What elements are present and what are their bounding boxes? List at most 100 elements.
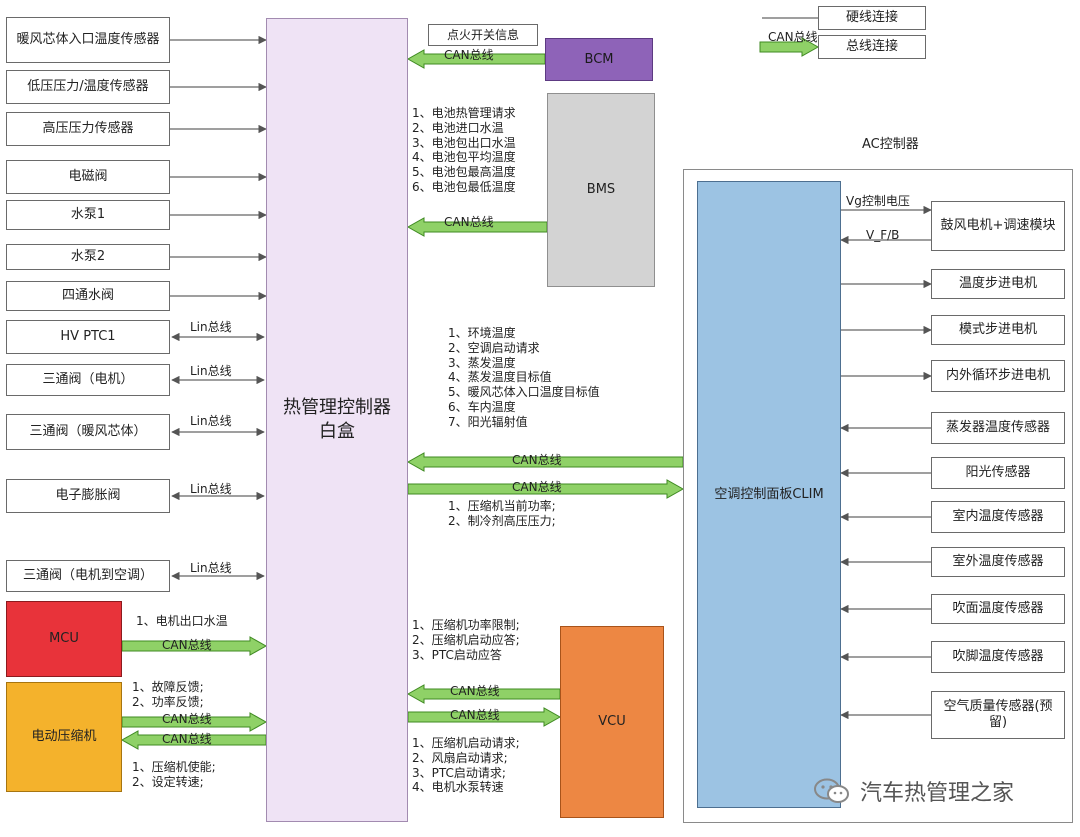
ac-device-7: 室内温度传感器 — [931, 501, 1065, 533]
ecomp-signal-in-list: 1、故障反馈; 2、功率反馈; — [132, 680, 204, 710]
left-sensor-label: 电磁阀 — [68, 169, 108, 184]
ac-device-6: 阳光传感器 — [931, 457, 1065, 489]
ac-device-label: 模式步进电机 — [958, 322, 1037, 337]
clim-to-hub-can-arrow — [406, 452, 684, 472]
clim-bus-out-label: CAN总线 — [512, 480, 562, 494]
mcu-name: MCU — [49, 631, 79, 646]
lin-label-4: Lin总线 — [190, 482, 232, 496]
left-sensor-label: 高压压力传感器 — [42, 121, 134, 136]
bcm-can-arrow — [406, 49, 546, 69]
clim-up-signal-list: 1、环境温度 2、空调启动请求 3、蒸发温度 4、蒸发温度目标值 5、暖风芯体入… — [448, 326, 600, 430]
vcu-to-hub-can-arrow — [406, 684, 561, 704]
vcu-signal-in: 2、压缩机启动应答; — [412, 632, 520, 647]
vcu-signal-in: 1、压缩机功率限制; — [412, 618, 520, 632]
bms-signal: 6、电池包最低温度 — [412, 179, 516, 194]
left-sensor-label: HV PTC1 — [60, 329, 116, 344]
clim-panel-name: 空调控制面板CLIM — [714, 486, 824, 502]
clim-bus-in-label: CAN总线 — [512, 453, 562, 467]
vg-label: Vg控制电压 — [846, 194, 910, 208]
bms-signal: 5、电池包最高温度 — [412, 165, 516, 180]
clim-down-signal-list: 1、压缩机当前功率; 2、制冷剂高压压力; — [448, 499, 556, 529]
bms-bus-label: CAN总线 — [444, 215, 494, 229]
clim-up-signal: 3、蒸发温度 — [448, 355, 516, 370]
thermal-controller-box: 热管理控制器白盒 — [266, 18, 408, 822]
ac-device-label: 蒸发器温度传感器 — [945, 420, 1050, 435]
wechat-icon — [812, 777, 852, 805]
bms-name: BMS — [586, 182, 616, 197]
lin-label-5: Lin总线 — [190, 561, 232, 575]
vcu-signal-in-list: 1、压缩机功率限制; 2、压缩机启动应答; 3、PTC启动应答 — [412, 618, 520, 662]
left-sensor-label: 电子膨胀阀 — [55, 488, 121, 503]
left-sensor-10: 三通阀（暖风芯体） — [6, 414, 170, 450]
left-sensor-label: 水泵1 — [70, 207, 106, 222]
ac-device-10: 吹脚温度传感器 — [931, 641, 1065, 673]
vcu-bus-in-label: CAN总线 — [450, 684, 500, 698]
ac-device-9: 吹面温度传感器 — [931, 594, 1065, 624]
left-sensor-1: 暖风芯体入口温度传感器 — [6, 17, 170, 63]
clim-down-signal: 1、压缩机当前功率; — [448, 499, 556, 513]
bms-can-arrow — [406, 217, 548, 237]
left-sensor-label: 三通阀（电机） — [42, 372, 134, 387]
vcu-signal-out: 2、风扇启动请求; — [412, 750, 508, 765]
legend-wire-box: 硬线连接 — [818, 6, 926, 30]
watermark-text: 汽车热管理之家 — [860, 781, 1015, 806]
ac-device-3: 模式步进电机 — [931, 315, 1065, 345]
vcu-signal-out: 4、电机水泵转速 — [412, 780, 504, 795]
ac-device-1: 鼓风电机+调速模块 — [931, 201, 1065, 251]
left-sensor-11: 电子膨胀阀 — [6, 479, 170, 513]
ac-device-label: 空气质量传感器(预留) — [943, 699, 1053, 730]
ecomp-signal-out: 1、压缩机使能; — [132, 760, 216, 774]
left-sensor-2: 低压压力/温度传感器 — [6, 70, 170, 104]
ac-device-8: 室外温度传感器 — [931, 547, 1065, 577]
vcu-signal-out: 3、PTC启动请求; — [412, 765, 506, 780]
ecomp-signal-out: 2、设定转速; — [132, 774, 204, 789]
thermal-controller-title: 热管理控制器白盒 — [283, 397, 391, 442]
mcu-bus-label: CAN总线 — [162, 638, 212, 652]
hub-to-ecomp-can-arrow — [120, 730, 267, 750]
ac-device-label: 鼓风电机+调速模块 — [940, 218, 1056, 233]
vcu-signal-out: 1、压缩机启动请求; — [412, 736, 520, 750]
left-sensor-8: HV PTC1 — [6, 320, 170, 354]
ecomp-name: 电动压缩机 — [31, 729, 97, 744]
left-sensor-label: 三通阀（电机到空调） — [22, 568, 153, 583]
bcm-bus-label: CAN总线 — [444, 48, 494, 62]
vcu-box: VCU — [560, 626, 664, 818]
bcm-signal: 点火开关信息 — [446, 28, 519, 42]
ac-device-label: 阳光传感器 — [965, 465, 1031, 480]
bcm-name: BCM — [584, 51, 614, 67]
left-sensor-7: 四通水阀 — [6, 281, 170, 311]
ac-device-label: 室内温度传感器 — [952, 509, 1044, 524]
clim-up-signal: 5、暖风芯体入口温度目标值 — [448, 385, 600, 400]
ecomp-bus-out-label: CAN总线 — [162, 732, 212, 746]
clim-up-signal: 6、车内温度 — [448, 399, 516, 414]
vfb-label: V_F/B — [866, 228, 900, 242]
left-sensor-4: 电磁阀 — [6, 160, 170, 194]
hub-to-vcu-can-arrow — [407, 707, 562, 727]
ac-device-label: 吹面温度传感器 — [952, 601, 1044, 616]
clim-up-signal: 2、空调启动请求 — [448, 340, 540, 355]
clim-up-signal: 7、阳光辐射值 — [448, 414, 528, 429]
left-sensor-12: 三通阀（电机到空调） — [6, 560, 170, 592]
ecomp-box: 电动压缩机 — [6, 682, 122, 792]
left-sensor-label: 低压压力/温度传感器 — [27, 79, 149, 94]
left-sensor-9: 三通阀（电机） — [6, 364, 170, 396]
mcu-signal: 1、电机出口水温 — [136, 614, 228, 628]
legend-can-tag: CAN总线 — [768, 30, 818, 44]
bms-signal: 3、电池包出口水温 — [412, 135, 516, 150]
legend-wire-label: 硬线连接 — [845, 10, 898, 25]
lin-label-1: Lin总线 — [190, 320, 232, 334]
left-sensor-5: 水泵1 — [6, 200, 170, 230]
bms-signal-list: 1、电池热管理请求 2、电池进口水温 3、电池包出口水温 4、电池包平均温度 5… — [412, 106, 516, 195]
mcu-box: MCU — [6, 601, 122, 677]
left-sensor-label: 三通阀（暖风芯体） — [29, 424, 147, 439]
ecomp-to-hub-can-arrow — [121, 712, 268, 732]
ac-device-11: 空气质量传感器(预留) — [931, 691, 1065, 739]
bms-signal: 1、电池热管理请求 — [412, 106, 516, 120]
watermark: 汽车热管理之家 — [812, 775, 1014, 807]
legend-can-arrow — [759, 37, 820, 57]
left-sensor-label: 暖风芯体入口温度传感器 — [16, 32, 160, 47]
clim-down-signal: 2、制冷剂高压压力; — [448, 513, 556, 528]
ac-device-4: 内外循环步进电机 — [931, 360, 1065, 392]
ecomp-signal-in: 1、故障反馈; — [132, 680, 204, 694]
bcm-signal-box: 点火开关信息 — [428, 24, 538, 46]
